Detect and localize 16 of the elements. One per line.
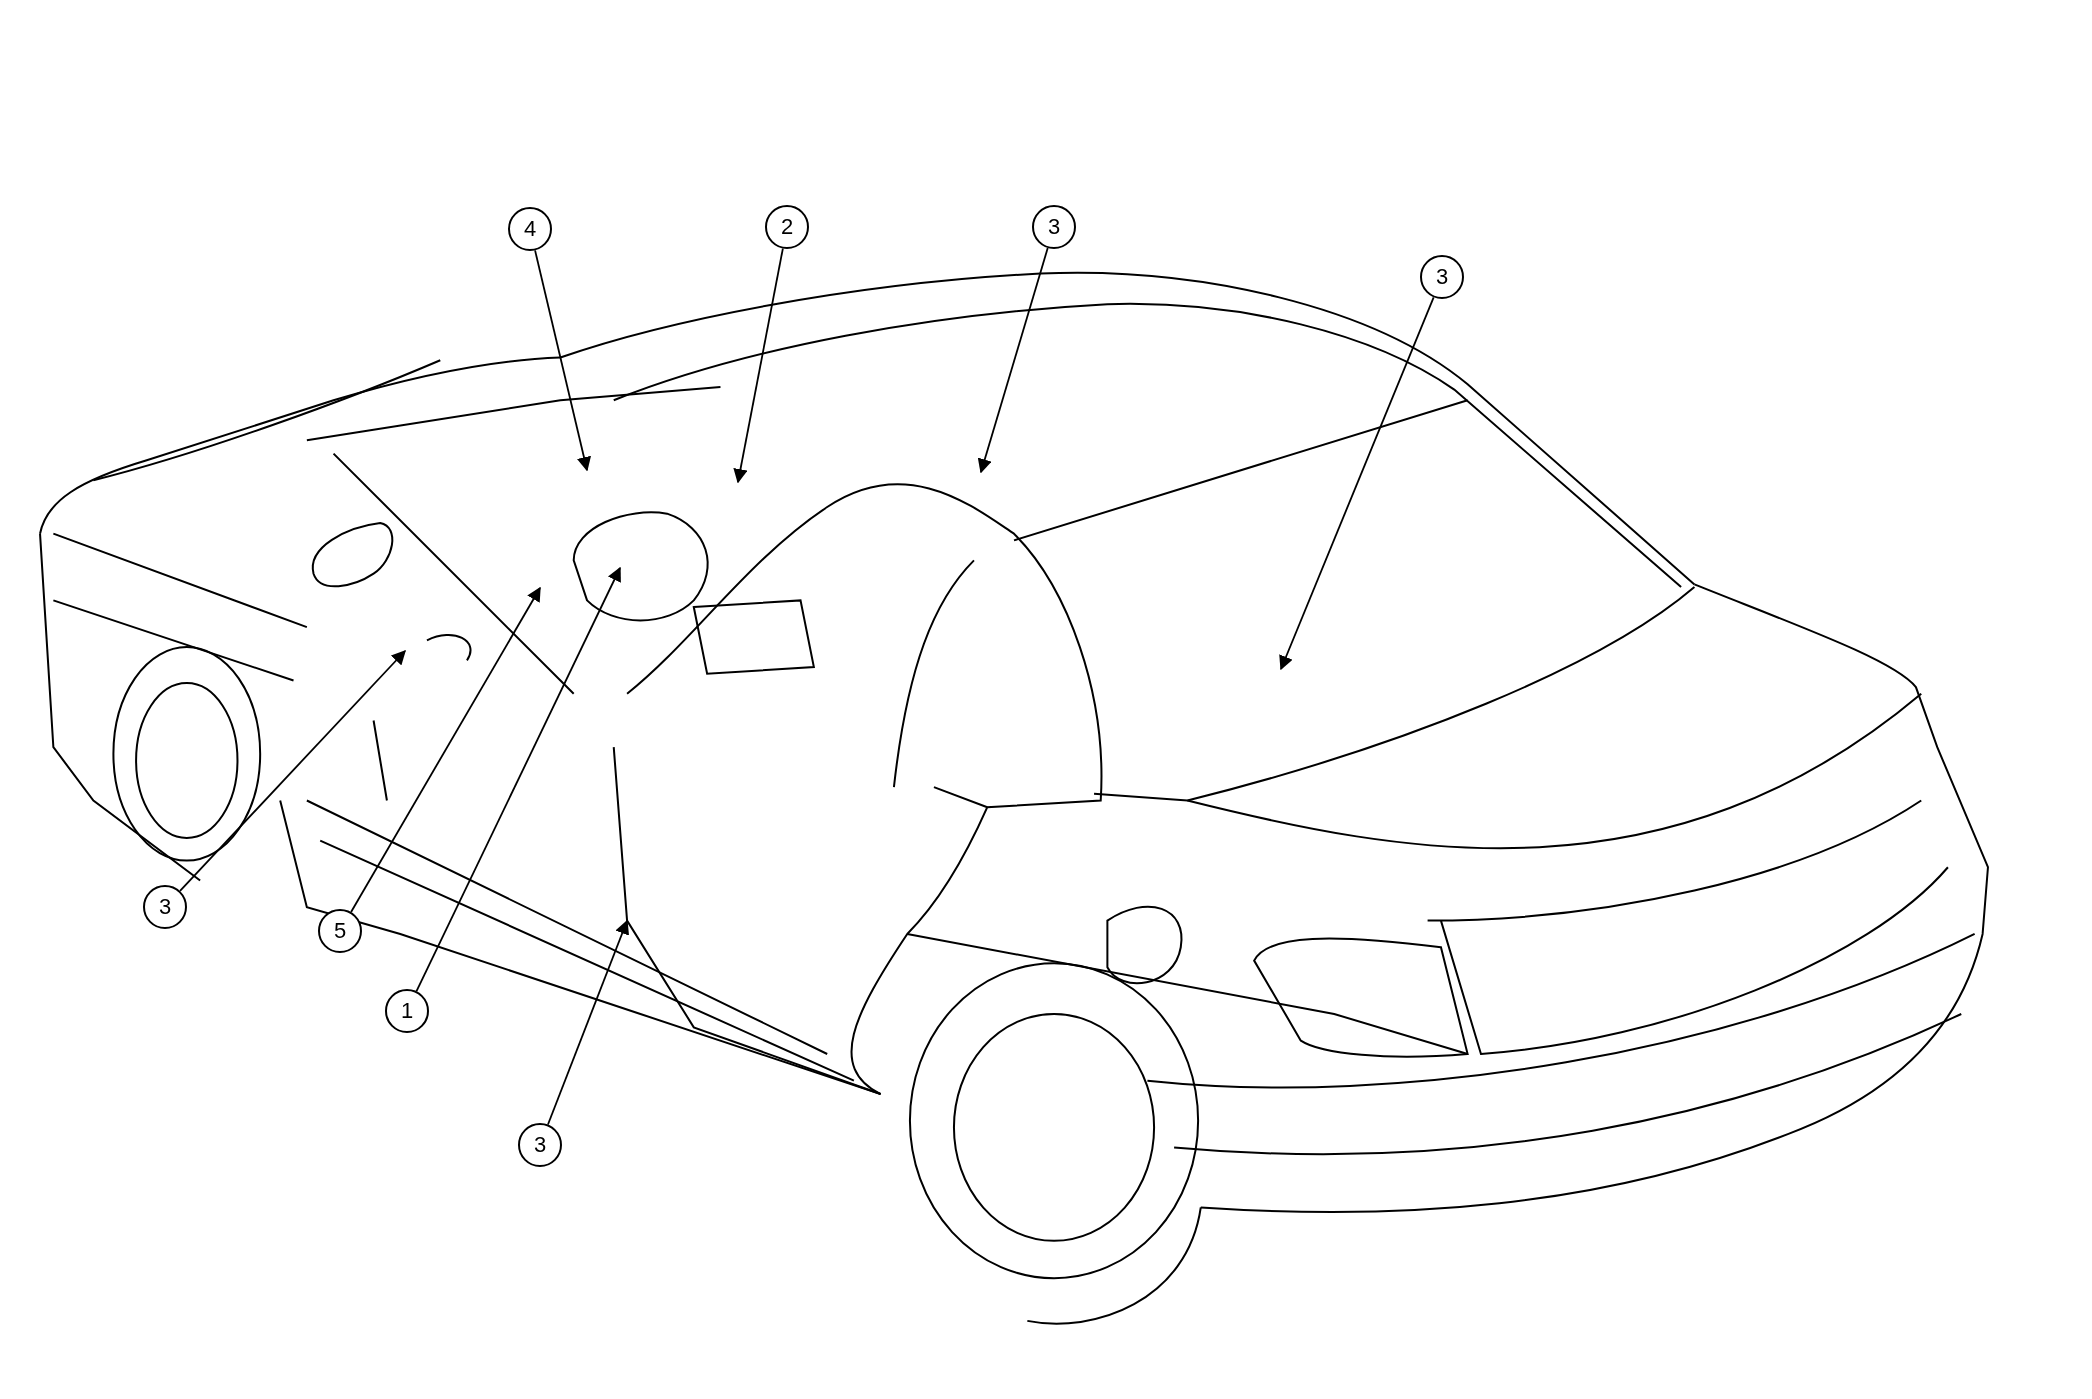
callout-number: 3	[143, 885, 187, 929]
callout-number: 3	[1032, 205, 1076, 249]
leader-line	[350, 586, 541, 913]
leader-line	[534, 249, 591, 472]
callout-number: 5	[318, 909, 362, 953]
callout-number: 3	[518, 1123, 562, 1167]
callout-number: 2	[765, 205, 809, 249]
callout-number: 3	[1420, 255, 1464, 299]
leader-line	[977, 247, 1049, 474]
leader-line	[1279, 296, 1435, 671]
leader-line	[733, 247, 784, 484]
callout-number: 1	[385, 989, 429, 1033]
leader-line	[415, 566, 621, 993]
callout-number: 4	[508, 207, 552, 251]
leader-line	[547, 919, 629, 1126]
leader-line	[179, 649, 406, 892]
